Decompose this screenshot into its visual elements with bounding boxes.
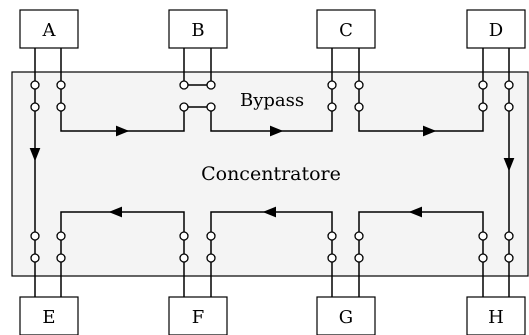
station-h-label: H xyxy=(488,307,504,328)
contact-f-bottom-left xyxy=(179,253,189,263)
contact-g-bottom-left xyxy=(327,253,337,263)
concentrator-label: Concentratore xyxy=(201,163,341,185)
contact-c-top-right xyxy=(354,80,364,90)
contact-c-bottom-right xyxy=(354,102,364,112)
station-d-label: D xyxy=(489,20,503,41)
concentrator-box xyxy=(11,71,529,277)
contact-f-top-right xyxy=(206,231,216,241)
contact-d-top-left xyxy=(478,80,488,90)
station-d: D xyxy=(466,9,526,49)
contact-d-bottom-right xyxy=(504,102,514,112)
station-f: F xyxy=(168,296,228,335)
contact-a-bottom-right xyxy=(56,102,66,112)
ring-path xyxy=(29,48,515,297)
contact-a-bottom-left xyxy=(30,102,40,112)
contact-b-top-left xyxy=(179,80,189,90)
contact-c-top-left xyxy=(327,80,337,90)
contact-b-top-right xyxy=(206,80,216,90)
contact-f-bottom-right xyxy=(206,253,216,263)
contact-b-bottom-right xyxy=(206,102,216,112)
contact-e-top-left xyxy=(30,231,40,241)
station-e: E xyxy=(19,296,79,335)
contact-a-top-left xyxy=(30,80,40,90)
contact-f-top-left xyxy=(179,231,189,241)
contact-d-bottom-left xyxy=(478,102,488,112)
contact-a-top-right xyxy=(56,80,66,90)
station-b: B xyxy=(168,9,228,49)
contact-g-top-right xyxy=(354,231,364,241)
station-c-label: C xyxy=(339,20,353,41)
contact-h-top-left xyxy=(478,231,488,241)
contact-c-bottom-left xyxy=(327,102,337,112)
station-g: G xyxy=(316,296,376,335)
station-a-label: A xyxy=(42,20,57,41)
station-a: A xyxy=(19,9,79,49)
station-c: C xyxy=(316,9,376,49)
contact-g-bottom-right xyxy=(354,253,364,263)
contact-d-top-right xyxy=(504,80,514,90)
contact-e-bottom-left xyxy=(30,253,40,263)
contact-h-bottom-left xyxy=(478,253,488,263)
station-e-label: E xyxy=(42,307,55,328)
connector-contacts xyxy=(30,80,514,263)
contact-b-bottom-left xyxy=(179,102,189,112)
station-b-label: B xyxy=(191,20,204,41)
bypass-label: Bypass xyxy=(240,90,304,111)
station-h: H xyxy=(466,296,526,335)
station-g-label: G xyxy=(339,307,353,328)
station-f-label: F xyxy=(192,307,205,328)
contact-h-top-right xyxy=(504,231,514,241)
contact-h-bottom-right xyxy=(504,253,514,263)
contact-e-top-right xyxy=(56,231,66,241)
contact-e-bottom-right xyxy=(56,253,66,263)
contact-g-top-left xyxy=(327,231,337,241)
